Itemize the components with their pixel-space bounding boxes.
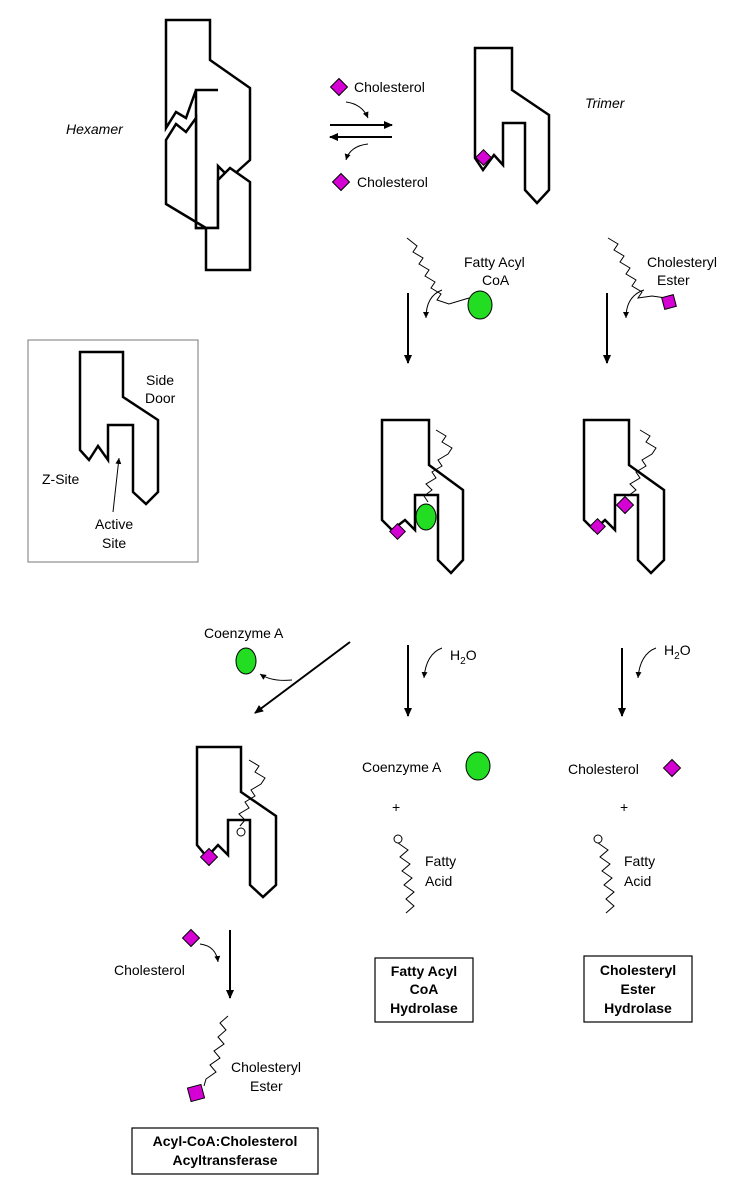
fatty-acid-2-head: [593, 834, 603, 844]
fatty-acid-1-head: [393, 834, 403, 844]
facoa-hydrolase-box-frame: [374, 957, 474, 1023]
active-site-pointer: [112, 457, 122, 513]
facoa-hydrolase-line-2: CoA: [410, 981, 439, 997]
fatty-acyl-chain-top: [406, 237, 470, 305]
enzyme-acat-product: [195, 745, 278, 899]
active-site-label-2: Site: [102, 535, 126, 551]
coa-ellipse-mid: [415, 503, 437, 531]
enzyme-ester-bound: [582, 418, 666, 575]
coa-release-arrow: [259, 673, 293, 681]
cholesterol-out-label: Cholesterol: [357, 174, 428, 190]
ce-hydrolase-box: Cholesteryl Ester Hydrolase: [583, 955, 693, 1023]
h2o-1-o: O: [466, 647, 477, 663]
cholesteryl-ester-bottom-label-1: Cholesteryl: [231, 1059, 301, 1075]
legend-trimer: [78, 350, 160, 506]
hexamer-label: Hexamer: [66, 121, 124, 137]
fatty-acid-1-chain: [397, 842, 415, 914]
facoa-hydrolase-line-1: Fatty Acyl: [391, 963, 457, 979]
cholesterol-bottom-label: Cholesterol: [114, 962, 185, 978]
trimer-cholesterol: [475, 149, 492, 166]
facoa-hydrolase-box: Fatty Acyl CoA Hydrolase: [374, 957, 474, 1023]
cholesterol-mid-right: [589, 518, 606, 535]
h2o-2-o: O: [680, 642, 691, 658]
cholesterol-in-label: Cholesterol: [354, 79, 425, 95]
acat-chain: [238, 759, 266, 827]
trimer-structure: [473, 46, 551, 205]
cholesterol-bottom-diamond: [181, 928, 201, 948]
side-door-label-1: Side: [146, 372, 174, 388]
acat-diagonal-arrow: [254, 641, 351, 714]
cholesterol-acat-enzyme: [199, 847, 219, 867]
h2o-arrow-1: [421, 647, 443, 679]
ce-hydrolase-box-frame: [583, 955, 693, 1023]
ce-hydrolase-line-1: Cholesteryl: [600, 962, 676, 978]
z-site-label: Z-Site: [42, 471, 80, 487]
ester-bind-arrow: [623, 289, 645, 319]
fatty-acid-2-label-2: Acid: [624, 873, 651, 889]
acat-box-frame: [131, 1127, 319, 1175]
acyl-chain-mid: [423, 429, 453, 503]
hexamer-structure: [164, 18, 252, 272]
equilibrium-arrows: [329, 101, 393, 161]
plus-1: +: [392, 799, 400, 815]
fatty-acyl-coa-label-1: Fatty Acyl: [464, 254, 525, 270]
acat-hydroxyl: [236, 827, 246, 837]
coa-ellipse-top: [467, 290, 493, 320]
ce-hydrolase-line-2: Ester: [620, 981, 656, 997]
ester-chain-mid: [627, 429, 657, 497]
active-site-label-1: Active: [95, 516, 133, 532]
ester-chain-top: [607, 237, 667, 299]
h2o-arrow-2: [635, 647, 657, 679]
fatty-acid-2-chain: [597, 842, 615, 914]
ester-chain-bottom: [203, 1015, 229, 1087]
cholesterol-product-label: Cholesterol: [568, 761, 639, 777]
h2o-2-h: H: [664, 642, 674, 658]
plus-2: +: [620, 799, 628, 815]
cholesteryl-ester-label-2: Ester: [657, 272, 690, 288]
acat-box-line-1: Acyl-CoA:Cholesterol: [153, 1133, 298, 1149]
h2o-2-sub: 2: [674, 651, 680, 662]
fatty-acyl-coa-label-2: CoA: [482, 272, 510, 288]
acat-box-line-2: Acyltransferase: [172, 1152, 277, 1168]
acyl-coa-bind-arrow: [423, 289, 443, 319]
cholesterol-out-diamond: [331, 172, 351, 192]
coenzyme-a-product-label: Coenzyme A: [362, 759, 442, 775]
h2o-1-h: H: [450, 647, 460, 663]
fatty-acid-2-label-1: Fatty: [624, 853, 655, 869]
cholesterol-out-arrow: [344, 143, 369, 161]
coa-ellipse-product: [465, 751, 491, 781]
coenzyme-a-released-label: Coenzyme A: [204, 625, 284, 641]
fatty-acid-1-label-1: Fatty: [425, 853, 456, 869]
cholesterol-mid-left: [389, 523, 406, 540]
h2o-label-2: H2O: [664, 642, 691, 662]
cholesterol-bottom-arrow: [199, 943, 221, 963]
cholesterol-ester-bottom: [186, 1083, 206, 1103]
fatty-acid-1-label-2: Acid: [425, 873, 452, 889]
cholesteryl-ester-label-1: Cholesteryl: [647, 254, 717, 270]
cholesteryl-ester-bottom-label-2: Ester: [250, 1078, 283, 1094]
h2o-label-1: H2O: [450, 647, 477, 667]
hexamer-lower-subunit: [164, 114, 252, 272]
enzyme-acyl-coa-bound: [380, 418, 465, 575]
trimer-label: Trimer: [585, 95, 626, 111]
facoa-hydrolase-line-3: Hydrolase: [390, 1000, 458, 1016]
side-door-label-2: Door: [145, 390, 176, 406]
cholesterol-in-diamond: [329, 77, 349, 97]
cholesterol-in-arrow: [345, 101, 369, 119]
coa-ellipse-released: [235, 647, 257, 675]
ester-cholesterol-top: [661, 294, 677, 310]
cholesterol-product-diamond: [662, 758, 682, 778]
ester-cholesterol-mid: [615, 495, 635, 515]
h2o-1-sub: 2: [460, 656, 466, 667]
acat-box: Acyl-CoA:Cholesterol Acyltransferase: [131, 1127, 319, 1175]
ce-hydrolase-line-3: Hydrolase: [604, 1000, 672, 1016]
